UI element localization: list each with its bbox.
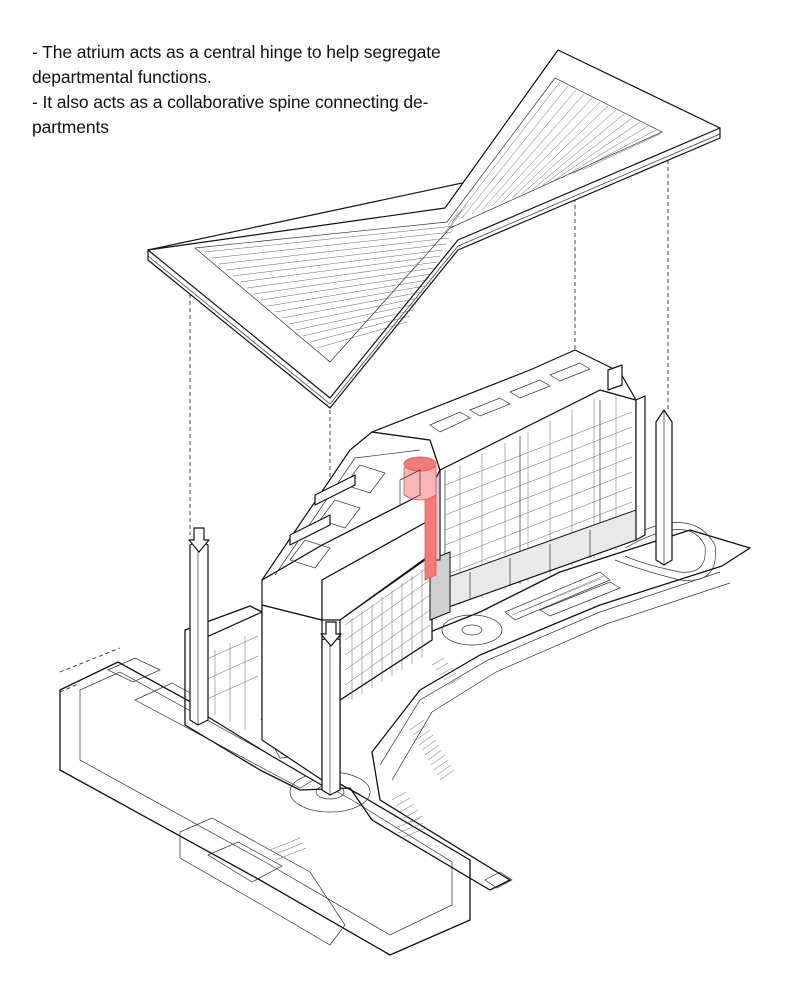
note-line-2: departmental functions. — [32, 67, 212, 87]
roof-slats — [204, 81, 661, 349]
exploded-roof-canopy — [147, 49, 721, 409]
building-massing — [188, 349, 673, 796]
note-line-1: - The atrium acts as a central hinge to … — [32, 42, 441, 62]
note-line-4: partments — [32, 117, 109, 137]
site-plan — [59, 522, 751, 956]
annotation-notes: - The atrium acts as a central hinge to … — [32, 40, 452, 140]
note-line-3: - It also acts as a collaborative spine … — [32, 92, 429, 112]
pillar-left — [188, 527, 210, 726]
pillar-right — [655, 409, 673, 566]
pillar-front — [320, 621, 342, 796]
